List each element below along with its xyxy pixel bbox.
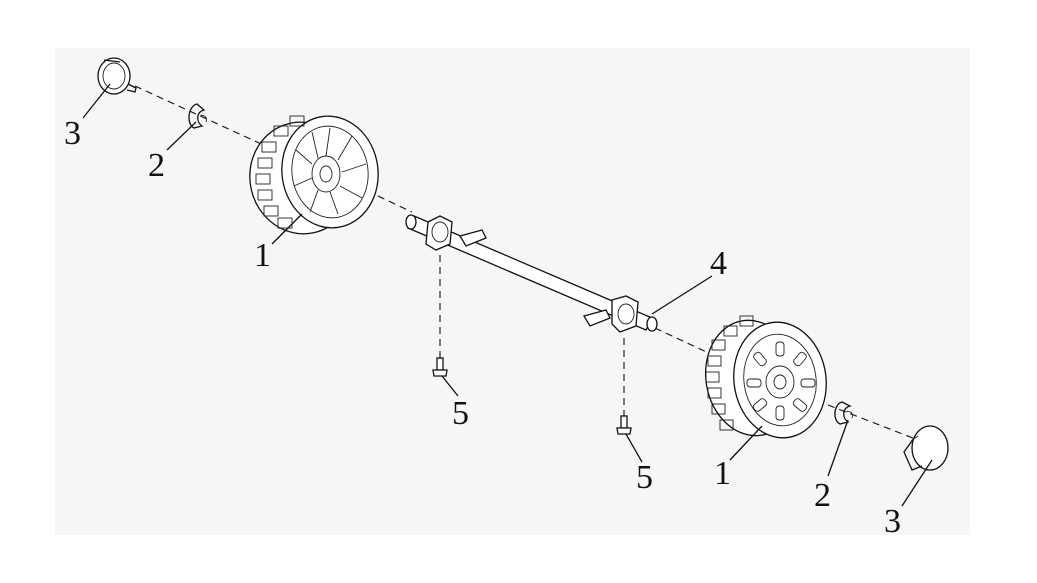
assembly-centerlines [134,85,919,441]
callout-clip-right: 2 [814,477,831,514]
callout-cap-right: 3 [884,503,901,540]
callout-cap-left: 3 [64,115,81,152]
callout-bolt-right: 5 [636,459,653,496]
callout-clip-left: 2 [148,147,165,184]
wheel-right-part [704,315,827,439]
wheel-left-part [249,115,379,235]
clip-right-part [834,401,853,425]
cap-left-part [97,57,137,95]
callout-wheel-right: 1 [714,455,731,492]
callout-wheel-left: 1 [254,237,271,274]
bolt-right-part [616,415,632,435]
callout-bolt-left: 5 [452,395,469,432]
cap-right-part [903,425,949,471]
clip-left-part [188,103,207,129]
axle-part [405,214,658,333]
leader-lines [82,83,933,507]
diagram-panel [55,48,970,535]
callout-axle: 4 [710,245,727,282]
bolt-left-part [432,357,448,377]
callout-labels: 3 2 1 4 5 5 1 2 3 [64,115,901,540]
